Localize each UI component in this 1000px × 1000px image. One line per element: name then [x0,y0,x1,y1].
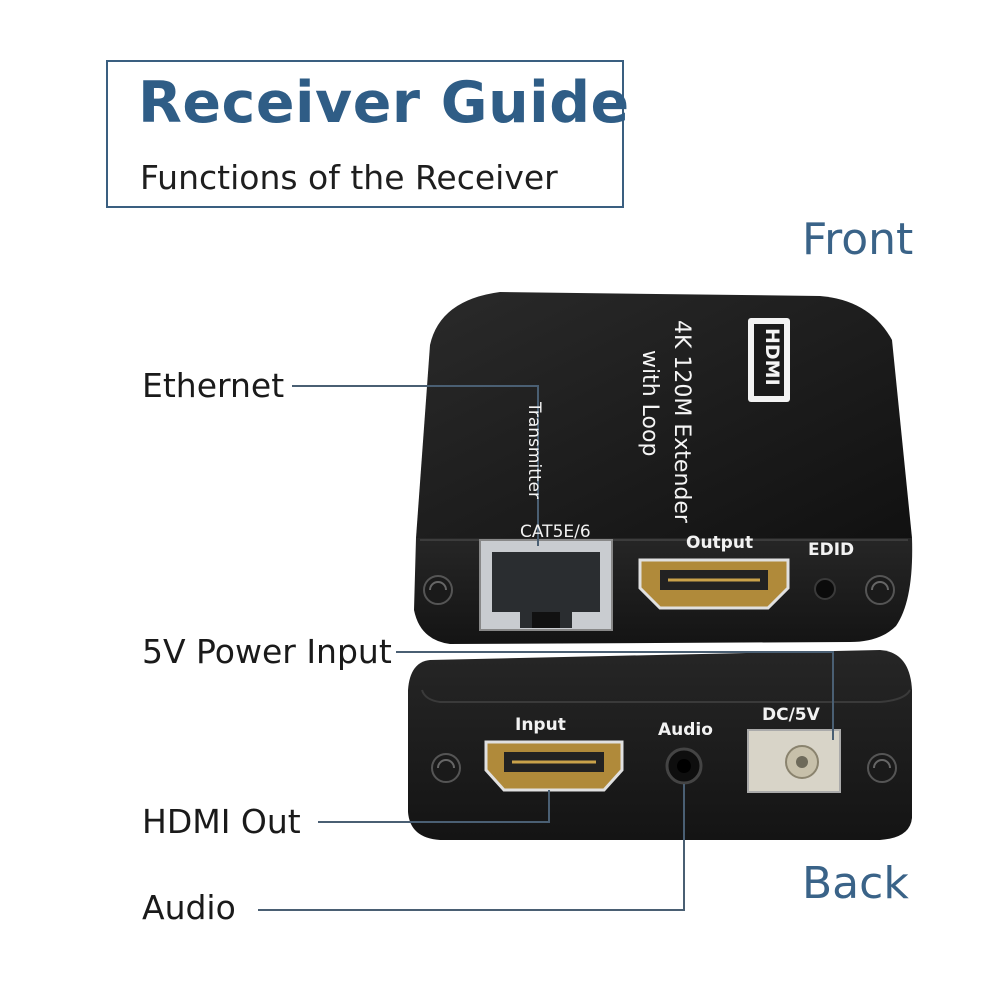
ethernet-leader [292,385,539,546]
unit-type-text: Transmitter [524,402,544,499]
screw-icon [423,575,453,605]
audio-callout: Audio [142,888,236,927]
hdmi-logo [748,318,790,402]
input-port-label: Input [515,715,566,735]
edid-button [814,578,836,600]
dc-power-port [747,729,841,793]
power-leader [396,651,834,740]
model-text-line2: with Loop [637,350,662,457]
hdmi-output-port [638,558,790,610]
front-label: Front [802,214,914,265]
edid-label: EDID [808,540,855,560]
audio-jack [665,747,703,785]
hdmi-input-port [484,740,624,792]
brand-text: HDMI [761,328,783,386]
power-callout: 5V Power Input [142,632,392,671]
rj45-port [479,539,613,631]
leader-lines [258,385,834,911]
audio-port-label: Audio [658,720,713,740]
back-unit [408,650,912,840]
audio-leader [258,784,685,911]
ethernet-callout: Ethernet [142,366,285,405]
front-unit [414,292,913,644]
hdmi-out-callout: HDMI Out [142,802,301,841]
title-box: Receiver Guide Functions of the Receiver [106,60,629,208]
page-title: Receiver Guide [138,70,630,136]
model-text-line1: 4K 120M Extender [669,320,694,523]
output-port-label: Output [686,533,754,553]
screw-icon [865,575,895,605]
screw-icon [867,753,897,783]
cat-port-label: CAT5E/6 [520,522,591,542]
page-subtitle: Functions of the Receiver [140,158,558,197]
back-label: Back [802,858,909,909]
dc-port-label: DC/5V [762,705,820,725]
hdmi-out-leader [318,790,550,823]
screw-icon [431,753,461,783]
